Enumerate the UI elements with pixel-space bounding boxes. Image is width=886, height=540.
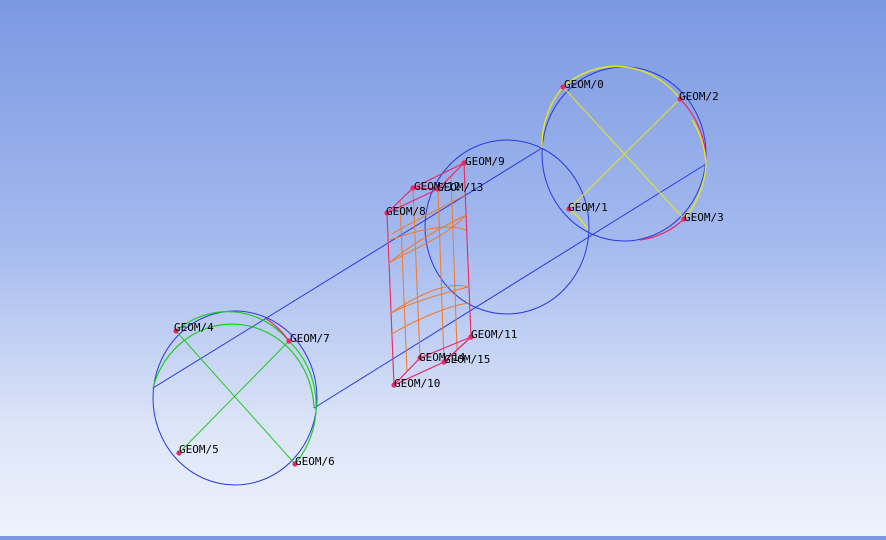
block-section-3[interactable] — [390, 286, 469, 314]
point-geom-9[interactable]: GEOM/9 — [461, 155, 505, 168]
point-geom-12[interactable]: GEOM/12 — [410, 180, 460, 193]
block-side-pink-right[interactable] — [463, 162, 472, 338]
outlet-circle-arc-bottom-pink[interactable] — [639, 218, 685, 241]
inlet-diameter-1[interactable] — [175, 330, 296, 465]
point-marker[interactable] — [417, 355, 423, 361]
cylinder-body[interactable] — [152, 139, 707, 409]
point-marker[interactable] — [384, 210, 390, 216]
cylinder-silhouette-bottom[interactable] — [313, 163, 707, 409]
point-geom-7[interactable]: GEOM/7 — [286, 332, 330, 345]
outlet-circle-arc-left[interactable] — [541, 86, 564, 149]
point-geom-5[interactable]: GEOM/5 — [176, 443, 219, 456]
point-label: GEOM/14 — [419, 351, 466, 364]
point-marker[interactable] — [441, 359, 447, 365]
block-section-2[interactable] — [388, 214, 467, 264]
point-marker[interactable] — [286, 338, 292, 344]
point-marker[interactable] — [461, 160, 467, 166]
point-label: GEOM/13 — [437, 181, 483, 194]
point-marker[interactable] — [560, 84, 566, 90]
inlet-curve-segment-top[interactable] — [175, 311, 290, 342]
inlet-circle[interactable] — [152, 310, 318, 486]
point-label: GEOM/12 — [414, 180, 460, 193]
point-marker[interactable] — [468, 334, 474, 340]
point-geom-10[interactable]: GEOM/10 — [391, 377, 440, 390]
point-label: GEOM/10 — [394, 377, 440, 390]
point-marker[interactable] — [566, 206, 572, 212]
point-marker[interactable] — [173, 328, 179, 334]
point-label: GEOM/4 — [174, 321, 214, 334]
point-marker[interactable] — [391, 382, 397, 388]
point-label: GEOM/7 — [290, 332, 330, 345]
point-label: GEOM/8 — [386, 205, 426, 218]
point-marker[interactable] — [681, 216, 687, 222]
point-label: GEOM/0 — [564, 78, 604, 91]
point-geom-2[interactable]: GEOM/2 — [677, 90, 719, 103]
inlet-curve-segment-right[interactable] — [288, 340, 317, 465]
point-geom-15[interactable]: GEOM/15 — [441, 353, 490, 366]
point-geom-1[interactable]: GEOM/1 — [566, 201, 608, 214]
block-edge-v5[interactable] — [399, 200, 408, 373]
inlet-circle-arc[interactable] — [152, 323, 315, 409]
outlet-circle-arc-bottom[interactable] — [683, 163, 707, 220]
point-geom-3[interactable]: GEOM/3 — [681, 211, 724, 224]
block-edge-v2[interactable] — [412, 187, 421, 359]
outlet-diameter-1[interactable] — [562, 86, 685, 220]
block-side-pink-left[interactable] — [386, 212, 395, 386]
point-geom-0[interactable]: GEOM/0 — [560, 78, 604, 91]
point-geom-6[interactable]: GEOM/6 — [292, 455, 335, 468]
block-edge-v3[interactable] — [437, 188, 445, 363]
point-label: GEOM/5 — [179, 443, 219, 456]
cylinder-silhouette-top[interactable] — [152, 147, 543, 389]
outlet-circle-arc-right-2[interactable] — [691, 119, 707, 165]
point-marker[interactable] — [435, 186, 441, 192]
block-section-6[interactable] — [391, 194, 466, 235]
point-label: GEOM/3 — [684, 211, 724, 224]
geometry-points[interactable]: GEOM/0 GEOM/1 GEOM/2 GEOM/3 GEOM/4 GEOM/… — [173, 78, 724, 468]
point-geom-8[interactable]: GEOM/8 — [384, 205, 426, 218]
point-marker[interactable] — [176, 450, 182, 456]
point-label: GEOM/9 — [465, 155, 505, 168]
block-section-1[interactable] — [388, 214, 467, 264]
point-label: GEOM/15 — [444, 353, 490, 366]
outlet-diameter-2[interactable] — [568, 98, 681, 210]
outlet-circle-arc[interactable] — [562, 65, 681, 100]
outlet-circle-arc-right[interactable] — [679, 98, 707, 165]
point-geom-4[interactable]: GEOM/4 — [173, 321, 214, 334]
point-label: GEOM/1 — [568, 201, 608, 214]
point-marker[interactable] — [292, 461, 298, 467]
inlet-circle-outline[interactable] — [152, 310, 318, 486]
point-geom-13[interactable]: GEOM/13 — [435, 181, 483, 194]
inlet-diameter-2[interactable] — [178, 340, 290, 454]
point-marker[interactable] — [410, 185, 416, 191]
block-section-5[interactable] — [391, 302, 470, 335]
point-geom-14[interactable]: GEOM/14 — [417, 351, 466, 364]
block-section-4[interactable] — [390, 285, 469, 314]
point-label: GEOM/11 — [471, 328, 517, 341]
cylinder-mid-circle[interactable] — [424, 139, 590, 315]
point-marker[interactable] — [677, 96, 683, 102]
point-label: GEOM/2 — [679, 90, 719, 103]
block-edge-v6[interactable] — [450, 175, 458, 350]
point-geom-11[interactable]: GEOM/11 — [468, 328, 517, 341]
outlet-circle[interactable] — [541, 65, 707, 242]
block-top-edge-3[interactable] — [386, 188, 439, 214]
block-section-7[interactable] — [389, 226, 467, 241]
point-label: GEOM/6 — [295, 455, 335, 468]
